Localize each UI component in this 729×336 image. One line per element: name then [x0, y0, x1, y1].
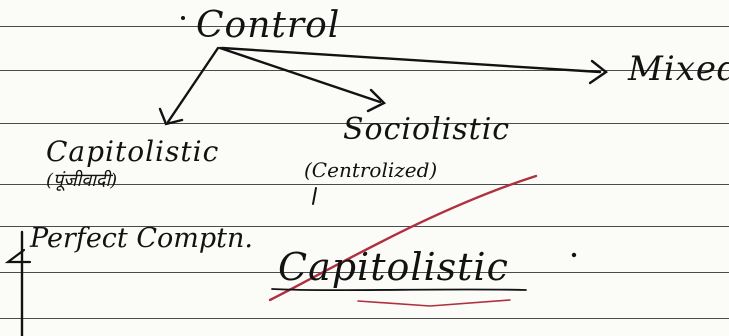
bullet-point: Perfect Comptn. [30, 223, 253, 254]
underline [271, 288, 527, 292]
ruled-line [0, 318, 729, 319]
branch-mixed: Mixed [628, 49, 729, 89]
arrowhead-left [158, 107, 184, 126]
arrowhead-right [588, 59, 609, 85]
branch-arrow-middle [218, 46, 382, 104]
ink-dot [181, 16, 185, 20]
pen-mark [312, 187, 317, 205]
red-strike-through [268, 174, 538, 302]
ruled-line [0, 184, 729, 185]
ink-dot [571, 252, 577, 258]
branch-arrow-left [166, 46, 220, 124]
branch-capitalistic: Capitolistic [46, 135, 220, 168]
branch-arrow-right [220, 46, 602, 74]
arrowhead-middle [366, 88, 387, 113]
ruled-line [0, 226, 729, 227]
socialistic-note: (Centrolized) [304, 158, 438, 182]
topic-title: Control [196, 5, 341, 46]
ruled-line [0, 272, 729, 273]
ruled-line [0, 26, 729, 27]
ruled-line [0, 123, 729, 124]
branch-socialistic: Sociolistic [343, 112, 511, 147]
crossed-out-word: Capitolistic [278, 245, 509, 289]
hindi-translation: (पूंजीवादी) [46, 170, 118, 191]
red-underline [357, 299, 511, 307]
bullet-arrow [4, 248, 32, 264]
ruled-line [0, 70, 729, 71]
